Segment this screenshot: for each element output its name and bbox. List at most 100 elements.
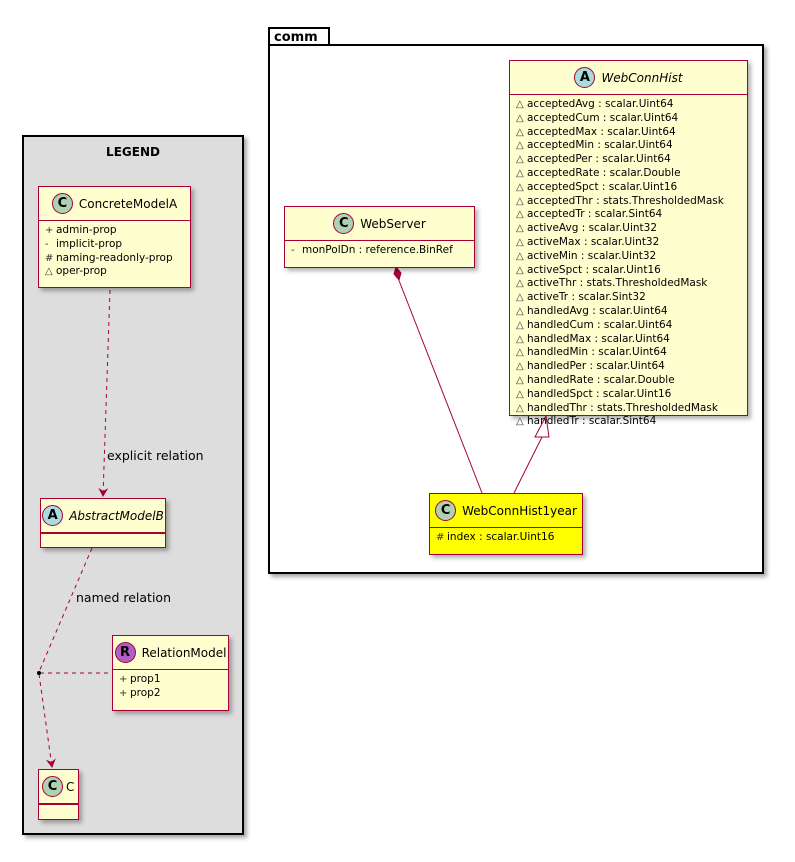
class-web-server[interactable]: C WebServer -monPolDn : reference.BinRef <box>284 206 475 268</box>
attribute: △acceptedRate : scalar.Double <box>516 166 681 179</box>
class-stereotype-icon: C <box>333 213 355 234</box>
class-stereotype-icon: C <box>435 500 457 521</box>
public-visibility-icon: + <box>119 674 128 685</box>
named-relation-label: named relation <box>76 590 171 605</box>
class-concrete-model-a[interactable]: C ConcreteModelA +admin-prop -implicit-p… <box>38 186 191 288</box>
explicit-relation-edge <box>98 289 111 497</box>
attribute: △handledMax : scalar.Uint64 <box>516 332 670 345</box>
package-visibility-icon: △ <box>516 236 524 248</box>
package-tab: comm <box>268 27 330 45</box>
package-visibility-icon: △ <box>516 223 524 235</box>
package-visibility-icon: △ <box>516 374 524 386</box>
package-visibility-icon: △ <box>516 347 524 359</box>
attribute: △handledMin : scalar.Uint64 <box>516 346 667 359</box>
attribute: △acceptedTr : scalar.Sint64 <box>516 208 663 221</box>
attribute: △handledSpct : scalar.Uint16 <box>516 387 672 400</box>
attribute: △acceptedPer : scalar.Uint64 <box>516 153 671 166</box>
package-visibility-icon: △ <box>516 333 524 345</box>
attribute: △handledTr : scalar.Sint64 <box>516 415 657 428</box>
package-visibility-icon: △ <box>516 112 524 124</box>
class-relation-model[interactable]: R RelationModel +prop1 +prop2 <box>112 635 229 711</box>
explicit-relation-label: explicit relation <box>107 448 204 463</box>
attribute: △activeSpct : scalar.Uint16 <box>516 263 661 276</box>
attribute: △activeThr : stats.ThresholdedMask <box>516 277 708 290</box>
class-web-conn-hist-1year[interactable]: C WebConnHist1year #index : scalar.Uint1… <box>429 493 583 555</box>
class-web-conn-hist[interactable]: A WebConnHist △acceptedAvg : scalar.Uint… <box>509 60 748 427</box>
package-visibility-icon: △ <box>516 209 524 221</box>
attribute: △handledRate : scalar.Double <box>516 373 675 386</box>
attribute: △acceptedCum : scalar.Uint64 <box>516 111 679 124</box>
package-visibility-icon: △ <box>516 126 524 138</box>
private-visibility-icon: - <box>45 238 49 250</box>
attribute: △activeMin : scalar.Uint32 <box>516 249 657 262</box>
abstract-stereotype-icon: A <box>574 67 596 88</box>
attribute: △handledAvg : scalar.Uint64 <box>516 304 668 317</box>
package-visibility-icon: △ <box>516 167 524 179</box>
attribute: △acceptedMin : scalar.Uint64 <box>516 139 673 152</box>
class-name: C <box>66 779 75 794</box>
attribute: △acceptedAvg : scalar.Uint64 <box>516 98 674 110</box>
class-name: RelationModel <box>141 645 227 660</box>
attribute: -monPolDn : reference.BinRef <box>291 244 453 256</box>
attribute: △activeTr : scalar.Sint32 <box>516 291 646 304</box>
class-abstract-model-b[interactable]: A AbstractModelB <box>40 498 166 548</box>
attribute: △handledThr : stats.ThresholdedMask <box>516 401 718 414</box>
package-visibility-icon: △ <box>516 388 524 400</box>
legend-title: LEGEND <box>106 145 160 159</box>
attribute: △acceptedThr : stats.ThresholdedMask <box>516 194 724 207</box>
package-visibility-icon: △ <box>45 266 53 278</box>
package-visibility-icon: △ <box>516 154 524 166</box>
attribute: +admin-prop <box>45 224 117 236</box>
class-name: ConcreteModelA <box>78 196 178 211</box>
named-relation-edge <box>38 547 93 673</box>
package-name: comm <box>274 30 318 45</box>
class-name: AbstractModelB <box>69 508 164 523</box>
attribute: #naming-readonly-prop <box>45 251 173 264</box>
attribute: △acceptedMax : scalar.Uint64 <box>516 125 676 138</box>
attribute: △acceptedSpct : scalar.Uint16 <box>516 180 678 193</box>
attribute-list: △acceptedAvg : scalar.Uint64△acceptedCum… <box>510 95 747 432</box>
package-visibility-icon: △ <box>516 402 524 414</box>
attribute: -implicit-prop <box>45 237 123 250</box>
protected-visibility-icon: # <box>45 252 54 264</box>
attribute: △activeAvg : scalar.Uint32 <box>516 222 658 235</box>
class-c[interactable]: C C <box>38 769 79 820</box>
relation-stereotype-icon: R <box>114 642 136 663</box>
attribute: #index : scalar.Uint16 <box>436 531 555 543</box>
package-visibility-icon: △ <box>516 292 524 304</box>
class-stereotype-icon: C <box>51 193 73 214</box>
class-stereotype-icon: C <box>42 776 63 797</box>
inheritance-edge <box>513 436 543 494</box>
attribute: △activeMax : scalar.Uint32 <box>516 235 660 248</box>
junction-to-c-edge <box>38 673 56 768</box>
public-visibility-icon: + <box>119 687 128 699</box>
class-name: WebServer <box>360 216 426 231</box>
public-visibility-icon: + <box>45 225 54 236</box>
private-visibility-icon: - <box>291 245 295 256</box>
package-visibility-icon: △ <box>516 181 524 193</box>
package-visibility-icon: △ <box>516 264 524 276</box>
attribute: +prop1 <box>119 673 161 685</box>
protected-visibility-icon: # <box>436 532 445 543</box>
package-visibility-icon: △ <box>516 99 524 110</box>
class-name: WebConnHist <box>601 70 683 85</box>
package-visibility-icon: △ <box>516 319 524 331</box>
package-visibility-icon: △ <box>516 250 524 262</box>
package-visibility-icon: △ <box>516 416 524 428</box>
package-visibility-icon: △ <box>516 195 524 207</box>
attribute: △handledPer : scalar.Uint64 <box>516 360 665 373</box>
composition-edge <box>397 277 483 494</box>
inheritance-triangle <box>534 414 550 438</box>
package-visibility-icon: △ <box>516 140 524 152</box>
attribute: △oper-prop <box>45 265 107 278</box>
abstract-stereotype-icon: A <box>42 505 64 526</box>
package-visibility-icon: △ <box>516 305 524 317</box>
attribute: +prop2 <box>119 686 161 699</box>
package-visibility-icon: △ <box>516 361 524 373</box>
composition-diamond <box>393 265 402 282</box>
package-visibility-icon: △ <box>516 278 524 290</box>
attribute: △handledCum : scalar.Uint64 <box>516 318 673 331</box>
relation-junction-dot <box>37 671 41 675</box>
class-name: WebConnHist1year <box>462 503 577 518</box>
